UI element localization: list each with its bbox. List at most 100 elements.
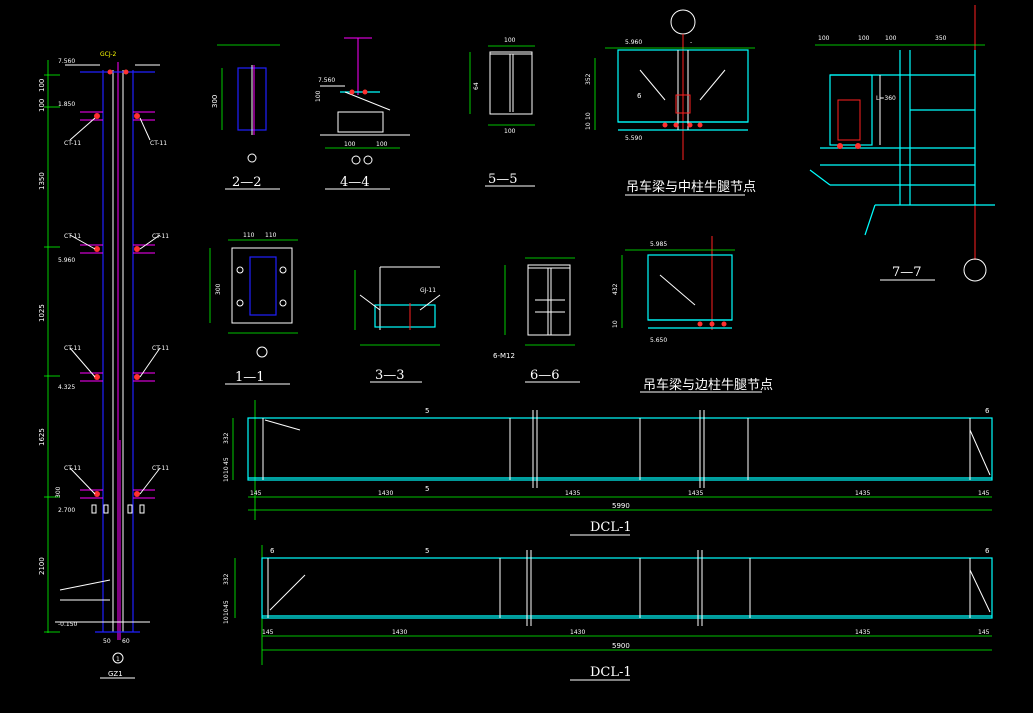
section-5-5-dim-3: 100 [504,128,516,135]
bracket-label-6: CT-11 [152,345,169,352]
bracket-label-4: CT-11 [152,233,169,240]
node-side-level-1: 5.985 [650,241,667,248]
column-dim-7: 300 [55,486,62,498]
node-side-dim-2: 10 [612,320,619,328]
section-4-4-dim-2: 100 [344,141,356,148]
node-mid-level-2: 5.590 [625,135,642,142]
column-top-label: GCJ-2 [100,51,117,58]
node-mid-dim-3: 10 [585,122,592,130]
beam1-seg-1: 1430 [378,490,393,497]
section-4-4-title: 4—4 [340,175,370,190]
beam1-side-3: 10 [223,466,230,474]
section-7-7-tag: L=360 [876,95,896,102]
bracket-label-5: CT-11 [64,345,81,352]
node-mid-dim-1: 352 [585,73,592,85]
column-axis-marker: 1 [116,656,120,663]
beam1-top-tag-3: 6 [985,407,990,415]
node-side-bracket: 5.985 5.650 432 10 吊车梁与边柱牛腿节点 [612,236,773,393]
beam2-end-2: 145 [978,629,990,636]
section-6-6: 6-M12 6—6 [493,257,580,383]
column-dim-6: 2100 [38,557,46,575]
beam1-seg-4: 1435 [855,490,870,497]
section-1-1-dim-3: 300 [215,283,222,295]
beam1-end-2: 145 [978,490,990,497]
column-level-2: 1.850 [58,101,75,108]
column-dim-3: 1350 [38,172,46,190]
section-6-6-tag: 6-M12 [493,352,515,360]
column-dim-1: 100 [38,79,46,92]
node-side-dim-1: 432 [612,283,619,295]
section-7-7-dim-4: 350 [935,35,947,42]
column-level-3: 5.960 [58,257,75,264]
section-5-5-dim-2: 100 [504,37,516,44]
beam1-title: DCL-1 [590,520,632,535]
section-7-7-title: 7—7 [892,265,922,280]
bracket-label-2: CT-11 [150,140,167,147]
column-level-1: 7.560 [58,58,75,65]
bracket-label-7: CT-11 [64,465,81,472]
beam-dcl-1-upper: 1430 1435 1435 1435 145 145 5990 332 45 … [223,400,993,536]
beam2-side-2: 45 [223,600,230,608]
section-1-1-dim-1: 110 [243,232,255,239]
beam2-total: 5900 [612,642,630,650]
beam2-side-4: 10 [223,616,230,624]
section-4-4-dim-3: 100 [376,141,388,148]
section-2-2-title: 2—2 [232,175,262,190]
node-side-title: 吊车梁与边柱牛腿节点 [643,377,773,393]
column-level-6: -0.150 [58,621,78,628]
beam2-end-1: 145 [262,629,274,636]
beam2-top-tag-2: 5 [425,547,429,555]
section-2-2-dim: 300 [211,95,219,108]
bracket-label-1: CT-11 [64,140,81,147]
column-dim-5: 1625 [38,428,46,446]
section-3-3: GJ-11 3—3 [354,266,441,383]
beam2-seg-1: 1430 [392,629,407,636]
node-mid-level-1: 5.960 [625,39,642,46]
section-3-3-title: 3—3 [375,368,405,383]
column-label: GZ1 [108,670,123,678]
column-level-5: 2.700 [58,507,75,514]
section-2-2: 300 2—2 [211,44,280,190]
section-7-7: 100 100 100 350 L=360 7—7 [809,5,995,282]
section-5-5-title: 5—5 [488,172,518,187]
section-4-4: 7.560 100 100 100 4—4 [315,37,410,190]
beam1-side-1: 332 [223,432,230,444]
beam1-top-tag-2: 5 [425,485,429,493]
node-mid-bracket: 5.960 5.590 352 10 10 - 6 吊车梁与中柱牛腿节点 [585,9,756,196]
section-1-1-dim-2: 110 [265,232,277,239]
section-3-3-tag: GJ-11 [420,287,436,294]
column-elevation: GCJ-2 7.560 1.850 5.960 4.325 2.700 -0.1… [38,51,169,679]
section-7-7-dim-1: 100 [818,35,830,42]
column-level-4: 4.325 [58,384,75,391]
beam2-top-tag-3: 6 [985,547,990,555]
beam2-side-3: 10 [223,608,230,616]
beam1-total: 5990 [612,502,630,510]
beam2-side-1: 332 [223,573,230,585]
section-1-1: 110 110 300 1—1 [209,232,298,385]
column-dim-4: 1025 [38,304,46,322]
node-mid-title: 吊车梁与中柱牛腿节点 [626,179,756,195]
section-5-5-dim-1: 64 [473,82,480,90]
section-7-7-dim-3: 100 [885,35,897,42]
bracket-label-8: CT-11 [152,465,169,472]
beam1-top-tag-1: 5 [425,407,429,415]
column-bottom-dim-2: 60 [122,638,130,645]
section-5-5: 64 100 100 5—5 [469,37,535,187]
column-dim-2: 100 [38,99,46,112]
node-mid-tag: - [690,39,692,46]
section-7-7-dim-2: 100 [858,35,870,42]
beam1-side-4: 10 [223,474,230,482]
node-mid-dim-2: 10 [585,112,592,120]
beam-dcl-1-lower: 1430 1430 1435 145 145 5900 332 45 10 10… [223,545,993,681]
beam1-end-1: 145 [250,490,262,497]
section-6-6-title: 6—6 [530,368,560,383]
node-mid-marker: 6 [637,92,642,100]
beam2-top-tag-1: 6 [270,547,275,555]
column-bottom-dim-1: 50 [103,638,111,645]
bracket-label-3: CT-11 [64,233,81,240]
section-4-4-level: 7.560 [318,77,335,84]
beam2-title: DCL-1 [590,665,632,680]
beam1-side-2: 45 [223,457,230,465]
node-side-level-2: 5.650 [650,337,667,344]
